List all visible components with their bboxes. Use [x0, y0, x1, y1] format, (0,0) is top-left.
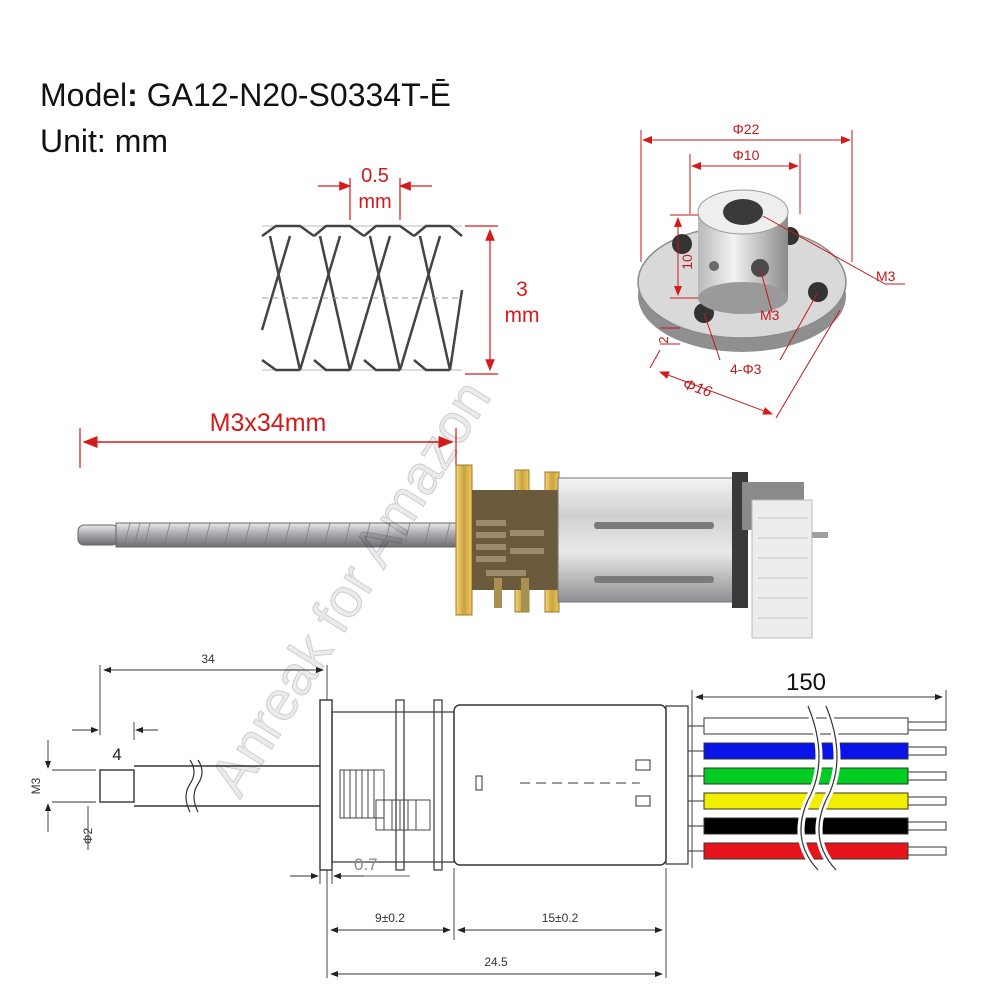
model-line: Model: GA12-N20-S0334T-Ē — [40, 72, 451, 118]
mount-hole — [672, 234, 692, 254]
wire — [703, 742, 909, 760]
model-colon: : — [127, 77, 147, 113]
wire — [703, 817, 909, 835]
dim-gearbox-length: 9±0.2 — [375, 911, 405, 925]
unit-label: Unit: — [40, 123, 106, 159]
bolt-circle-label: Φ16 — [681, 376, 715, 401]
wire-lead — [907, 846, 947, 856]
dim-cable-length: 150 — [786, 669, 826, 696]
gearbox — [455, 464, 560, 616]
pitch-value: 0.5 — [361, 165, 389, 187]
wire — [703, 717, 909, 735]
screw-length-dimension: M3x34mm — [79, 409, 457, 468]
flange-thickness-label: 2 — [656, 336, 671, 343]
holes-label: 4-Φ3 — [730, 361, 762, 377]
model-value: GA12-N20-S0334T-Ē — [146, 77, 451, 113]
wire-lead — [907, 796, 947, 806]
model-label: Model — [40, 77, 128, 113]
motor-photo: M3x34mm — [77, 409, 828, 639]
center-screw-label: M3 — [760, 307, 780, 323]
hub-bore — [723, 199, 763, 225]
motor-can — [557, 472, 748, 608]
header: Model: GA12-N20-S0334T-Ē Unit: mm — [40, 72, 451, 164]
dim-motor-length: 15±0.2 — [542, 911, 579, 925]
wire — [703, 767, 909, 785]
outer-diameter-label: Φ22 — [733, 121, 760, 137]
thread-pattern — [260, 224, 464, 372]
lead-screw-tip — [77, 524, 119, 546]
thread-diameter-dimension: 3 mm — [465, 225, 540, 375]
technical-drawing — [44, 665, 947, 978]
dim-gap: 0.7 — [354, 855, 378, 874]
dim-screw-length: 34 — [201, 652, 215, 666]
dim-thread-m3: M3 — [29, 777, 43, 794]
dim-tip-length: 4 — [112, 745, 121, 764]
screw-length-label: M3x34mm — [210, 409, 327, 437]
dim-tip-diameter: Φ2 — [81, 828, 95, 845]
wire-lead — [907, 771, 947, 781]
set-screw-label: M3 — [876, 268, 896, 284]
thread-diameter-value: 3 — [516, 278, 528, 301]
wire-lead — [907, 821, 947, 831]
flange-coupler: Φ22 Φ10 10 M3 M3 2 Φ16 4-Φ3 — [637, 121, 905, 419]
unit-line: Unit: mm — [40, 118, 451, 164]
wire-lead — [907, 746, 947, 756]
pitch-dimension: 0.5 mm — [318, 165, 432, 220]
thread-detail: 0.5 mm 3 mm — [260, 165, 540, 375]
wire-lead — [907, 721, 947, 731]
inner-diameter-label: Φ10 — [733, 147, 760, 163]
hub-height-label: 10 — [679, 254, 695, 270]
unit-value: mm — [114, 123, 168, 159]
coupler-dimensions — [640, 130, 905, 419]
pitch-unit: mm — [358, 191, 391, 213]
connector-board — [742, 482, 828, 639]
dim-total-length: 24.5 — [484, 955, 508, 969]
thread-diameter-unit: mm — [505, 304, 540, 327]
